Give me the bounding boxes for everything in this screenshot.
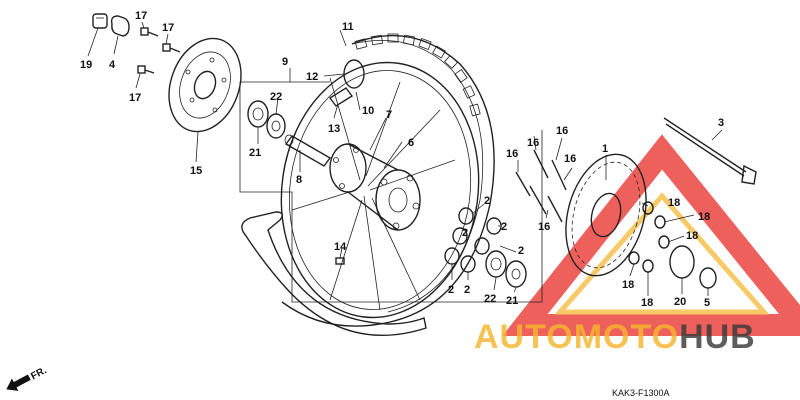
- brake-disc: [168, 37, 242, 133]
- callout-7: 7: [386, 109, 392, 121]
- front-arrow-icon: [6, 374, 31, 391]
- bolt-17-upper-b: [162, 43, 181, 53]
- bolt-17-lower: [137, 65, 155, 74]
- callout-17: 17: [162, 22, 174, 34]
- bearing-right: [485, 250, 527, 288]
- wheel-hub: [329, 143, 421, 231]
- callout-17: 17: [135, 10, 147, 22]
- front-label: FR.: [29, 365, 49, 382]
- tire-tread: [354, 33, 481, 117]
- callout-3: 3: [718, 117, 724, 129]
- callout-2: 2: [484, 195, 490, 207]
- distance-collar: [284, 134, 332, 167]
- callout-13: 13: [328, 123, 340, 135]
- callout-16: 16: [506, 148, 518, 160]
- rim: [280, 61, 480, 319]
- callout-14: 14: [334, 241, 347, 253]
- watermark-triangle-inner: [554, 192, 770, 315]
- callout-4: 4: [109, 59, 116, 71]
- callout-16: 16: [556, 125, 568, 137]
- callout-6: 6: [408, 137, 414, 149]
- callout-2: 2: [462, 227, 468, 239]
- brake-disc-assembly: [92, 13, 242, 133]
- callout-17: 17: [129, 92, 141, 104]
- callout-18: 18: [641, 297, 653, 309]
- callout-18: 18: [622, 279, 634, 291]
- callout-1: 1: [602, 143, 608, 155]
- driven-sprocket: [565, 153, 647, 277]
- sprocket-bolts: [515, 149, 567, 223]
- callout-15: 15: [190, 165, 202, 177]
- axle-cap: [699, 267, 717, 289]
- callout-18: 18: [668, 197, 680, 209]
- collar-part: [92, 13, 108, 29]
- watermark-text-secondary: HUB: [679, 318, 756, 356]
- callout-19: 19: [80, 59, 92, 71]
- callout-8: 8: [296, 174, 302, 186]
- svg-text:AUTOMOTOHUB: AUTOMOTOHUB: [474, 318, 756, 356]
- tire: [281, 34, 495, 327]
- watermark-text-primary: AUTOMOTO: [474, 318, 679, 356]
- callout-2: 2: [464, 284, 470, 296]
- callout-21: 21: [249, 147, 261, 159]
- callout-22: 22: [270, 91, 282, 103]
- callout-18: 18: [698, 211, 710, 223]
- callout-21: 21: [506, 295, 518, 307]
- callout-2: 2: [501, 221, 507, 233]
- bearings-2: [444, 207, 502, 273]
- front-direction-indicator: FR.: [6, 365, 49, 391]
- diagram-code: KAK3-F1300A: [612, 388, 670, 398]
- watermark: [502, 134, 800, 336]
- rear-axle: [663, 117, 757, 185]
- callout-20: 20: [674, 296, 686, 308]
- bushing-part: [110, 15, 130, 37]
- bolt-17-upper-a: [140, 27, 159, 37]
- assembly-outline: [239, 68, 543, 303]
- callout-9: 9: [282, 56, 288, 68]
- rear-wheel: [241, 33, 495, 336]
- callout-11: 11: [342, 21, 354, 33]
- callout-2: 2: [448, 284, 454, 296]
- leader-lines: [87, 21, 723, 296]
- watermark-logo: AUTOMOTOHUB: [474, 318, 756, 356]
- callout-16: 16: [538, 221, 550, 233]
- callout-10: 10: [362, 105, 374, 117]
- sprocket-side: [444, 117, 757, 289]
- bearing-left: [247, 100, 286, 139]
- callout-16: 16: [564, 153, 576, 165]
- rim-band: [241, 211, 427, 336]
- callout-12: 12: [306, 71, 318, 83]
- dust-seal: [669, 245, 695, 279]
- callout-22: 22: [484, 293, 496, 305]
- watermark-triangle: [502, 134, 800, 336]
- callout-5: 5: [704, 297, 710, 309]
- callout-18: 18: [686, 230, 698, 242]
- callouts: 19 4 17 17 17 15 9 22 21 8 11 12 10 13 7…: [80, 10, 724, 309]
- tire-valve: [328, 87, 354, 107]
- callout-16: 16: [527, 137, 539, 149]
- callout-2: 2: [518, 245, 524, 257]
